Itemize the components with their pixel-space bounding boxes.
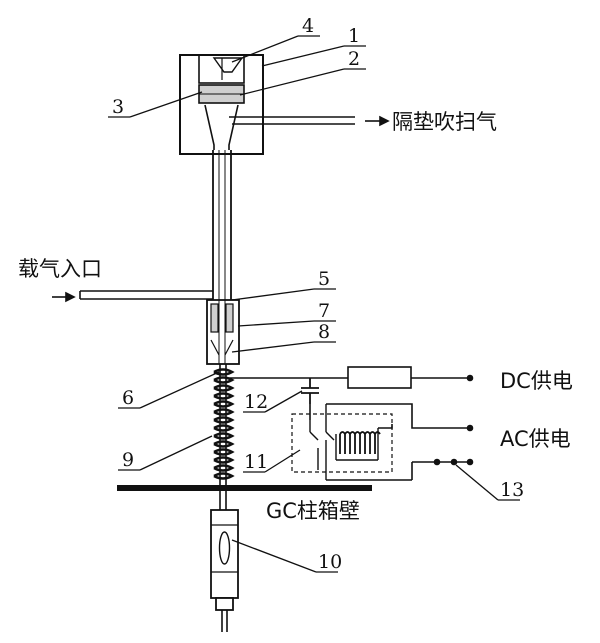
resistor (347, 366, 412, 389)
ac-power-label: AC供电 (500, 427, 571, 451)
heater-coil-loop (213, 456, 235, 464)
part-number-1: 1 (348, 25, 360, 47)
dc-circuit (226, 366, 474, 389)
part-numbers: 4 1 2 3 5 7 8 6 12 9 11 13 10 (112, 15, 524, 573)
heater-coil-loop (213, 448, 235, 456)
part-number-11: 11 (244, 451, 268, 473)
part-number-10: 10 (318, 551, 342, 573)
heater-coil-loop (213, 368, 235, 376)
septum-purge-label: 隔垫吹扫气 (392, 110, 497, 134)
septum-purge-line (229, 115, 390, 127)
gc-oven-wall (117, 485, 372, 491)
part-number-13: 13 (500, 479, 524, 501)
leader-lines (108, 35, 520, 573)
carrier-gas-inlet-label: 载气入口 (18, 257, 102, 281)
heater-coil-loop (213, 392, 235, 400)
heater-coil-loop (213, 416, 235, 424)
heater-coil-loop (213, 400, 235, 408)
injector-head (179, 54, 264, 155)
part-number-6: 6 (122, 387, 134, 409)
heater-coil-loop (213, 472, 235, 480)
part-number-12: 12 (244, 391, 268, 413)
part-number-2: 2 (348, 48, 360, 70)
part-number-3: 3 (112, 96, 124, 118)
part-number-9: 9 (122, 449, 134, 471)
gc-oven-wall-label: GC柱箱壁 (266, 499, 360, 523)
heater-coil-loop (213, 440, 235, 448)
part-number-8: 8 (318, 321, 330, 343)
liner-tube (212, 150, 232, 300)
part-number-4: 4 (302, 15, 314, 37)
lower-fitting (210, 509, 239, 632)
column-fitting (206, 299, 240, 365)
heater-coil (213, 364, 235, 485)
heater-coil-loop (213, 384, 235, 392)
part-number-7: 7 (318, 300, 330, 322)
heater-coil-loop (213, 408, 235, 416)
heater-coil-loop (213, 424, 235, 432)
carrier-gas-pipe (52, 290, 213, 303)
column-lower (219, 491, 227, 510)
capacitor (301, 378, 319, 404)
heater-coil-loop (213, 464, 235, 472)
ac-circuit (326, 403, 474, 481)
part-number-5: 5 (318, 268, 330, 290)
dc-power-label: DC供电 (500, 369, 573, 393)
heater-coil-loop (213, 376, 235, 384)
relay-box (291, 404, 393, 480)
heater-coil-loop (213, 432, 235, 440)
